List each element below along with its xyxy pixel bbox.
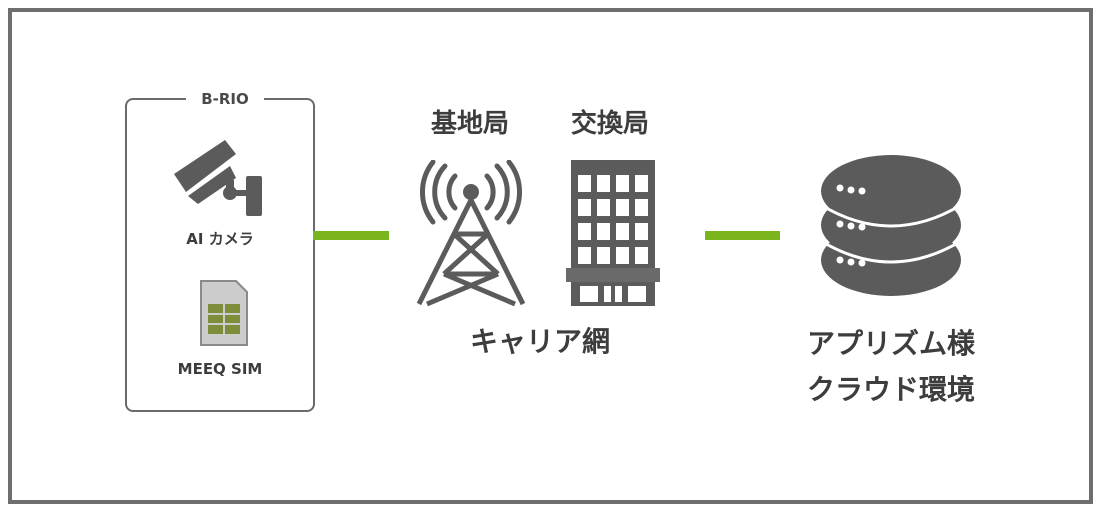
sim-card-icon	[200, 280, 248, 346]
connector-device-carrier	[313, 231, 389, 240]
cloud-label-line2: クラウド環境	[806, 373, 975, 406]
exchange-label: 交換局	[570, 109, 649, 139]
radio-tower-icon	[416, 160, 526, 307]
security-camera-icon	[174, 140, 262, 216]
server-stack-icon	[820, 155, 962, 296]
cloud-label-line1: アプリズム様	[806, 327, 975, 360]
device-group-title: B-RIO	[186, 90, 264, 108]
office-building-icon	[566, 160, 660, 306]
camera-label: AI カメラ	[186, 230, 254, 248]
base-station-label: 基地局	[430, 109, 509, 139]
carrier-network-label: キャリア網	[469, 325, 610, 358]
sim-label: MEEQ SIM	[177, 360, 263, 378]
connector-carrier-cloud	[705, 231, 780, 240]
